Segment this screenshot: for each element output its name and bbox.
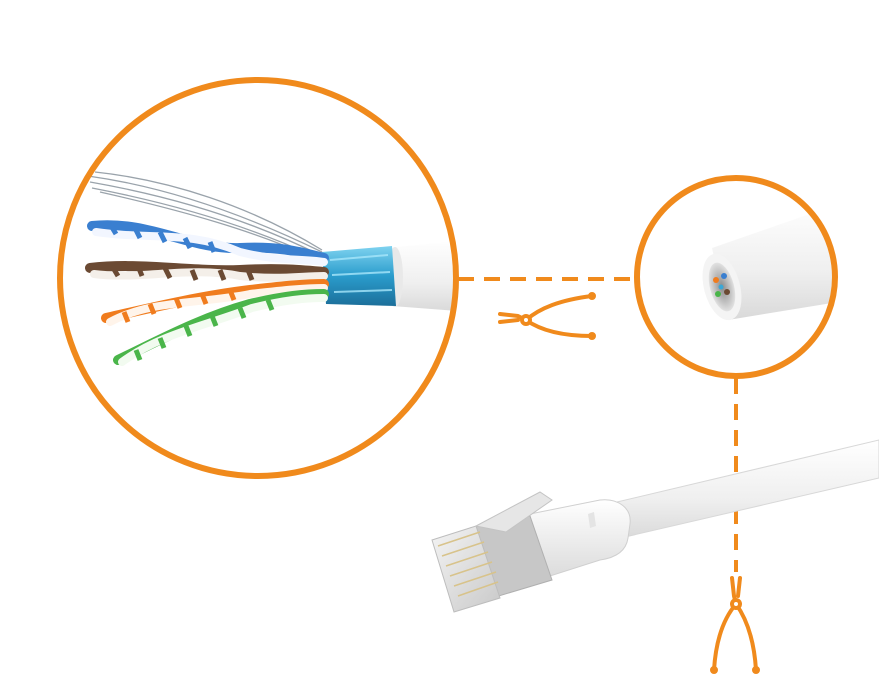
cable-end-detail — [702, 200, 835, 321]
rj45-patch-cable — [431, 439, 879, 613]
rj45-latch — [474, 491, 553, 533]
cable-jacket — [385, 240, 456, 312]
pliers-icon-horizontal — [498, 292, 596, 340]
connector-boot — [519, 499, 631, 577]
orange-pair — [101, 279, 329, 326]
zoom-circle-large — [57, 77, 459, 479]
blue-pair — [87, 220, 329, 266]
rj45-plug — [431, 525, 501, 613]
green-pair — [113, 289, 329, 366]
stripped-cable-detail — [85, 171, 456, 366]
pliers-icon-vertical — [710, 576, 760, 674]
zoom-circle-small — [634, 175, 838, 379]
brown-pair — [85, 261, 329, 282]
patch-cable-jacket — [599, 439, 879, 541]
